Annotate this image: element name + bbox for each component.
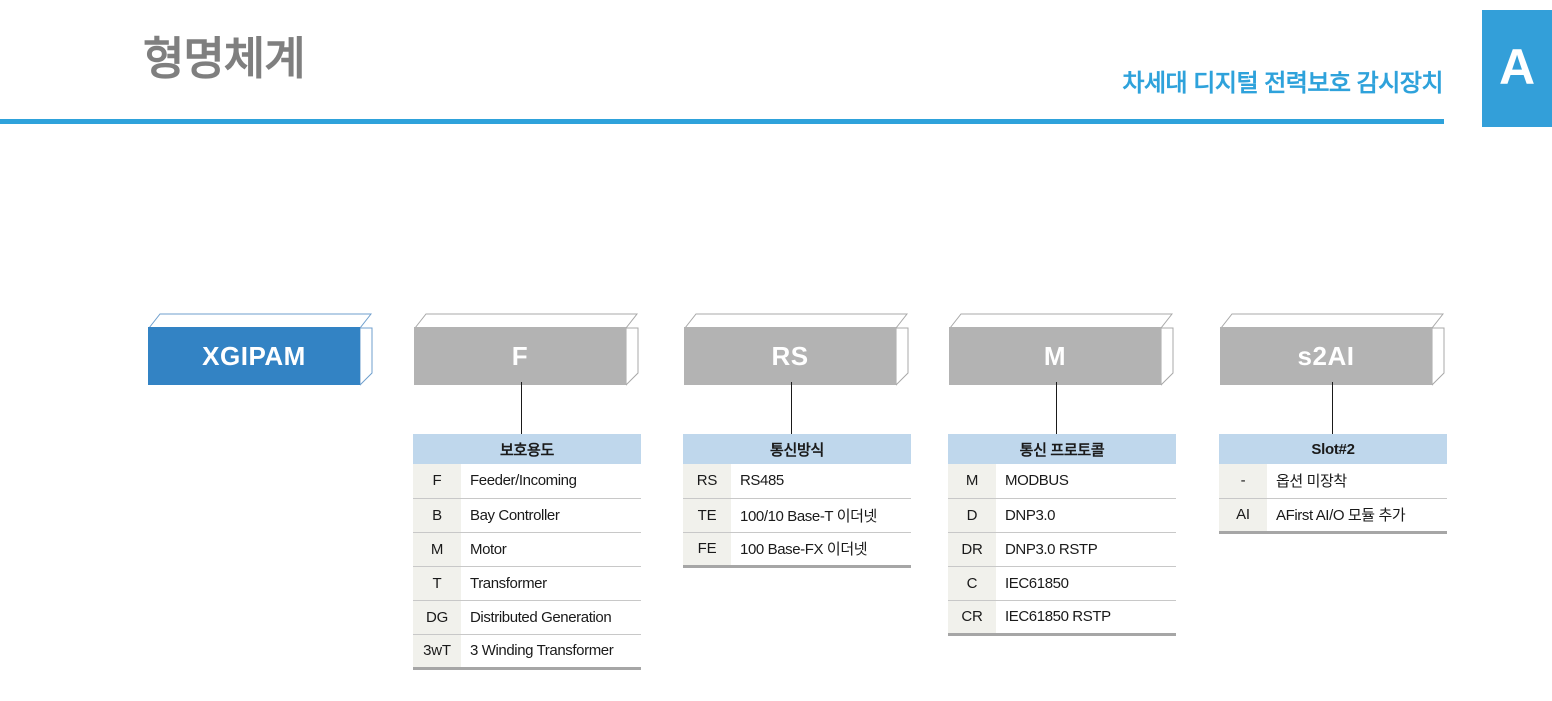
row-code: M xyxy=(413,532,461,567)
row-desc: Bay Controller xyxy=(461,498,641,533)
model-base-label: XGIPAM xyxy=(202,341,306,371)
row-desc: AFirst AI/O 모듈 추가 xyxy=(1267,498,1447,534)
row-code: F xyxy=(413,464,461,499)
table-row: FE 100 Base-FX 이더넷 xyxy=(683,532,911,568)
row-desc: 옵션 미장착 xyxy=(1267,464,1447,499)
row-desc: 3 Winding Transformer xyxy=(461,634,641,670)
box-side-bevel xyxy=(1432,327,1445,386)
row-code: FE xyxy=(683,532,731,568)
box-front-face: RS xyxy=(684,327,896,385)
row-desc: Feeder/Incoming xyxy=(461,464,641,499)
row-code: RS xyxy=(683,464,731,499)
box-side-bevel xyxy=(360,327,373,386)
table-row: DG Distributed Generation xyxy=(413,600,641,635)
row-desc: IEC61850 xyxy=(996,566,1176,601)
table-header-label: 통신방식 xyxy=(683,434,911,464)
table-row: RS RS485 xyxy=(683,464,911,499)
row-code: C xyxy=(948,566,996,601)
table-header-label: 통신 프로토콜 xyxy=(948,434,1176,464)
row-code: TE xyxy=(683,498,731,533)
row-code: 3wT xyxy=(413,634,461,670)
row-code: CR xyxy=(948,600,996,636)
row-desc: MODBUS xyxy=(996,464,1176,499)
row-desc: DNP3.0 RSTP xyxy=(996,532,1176,567)
table-row: T Transformer xyxy=(413,566,641,601)
row-desc: 100 Base-FX 이더넷 xyxy=(731,532,911,568)
connector-line-4 xyxy=(1332,382,1333,434)
table-row: - 옵션 미장착 xyxy=(1219,464,1447,499)
table-row: M MODBUS xyxy=(948,464,1176,499)
model-box-segment-1: F xyxy=(414,313,639,391)
box-front-face: s2AI xyxy=(1220,327,1432,385)
spec-table-3: 통신 프로토콜 M MODBUS D DNP3.0 DR DNP3.0 RSTP… xyxy=(948,434,1176,636)
chapter-tab: A xyxy=(1482,10,1552,127)
row-code: - xyxy=(1219,464,1267,499)
row-desc: 100/10 Base-T 이더넷 xyxy=(731,498,911,533)
row-code: T xyxy=(413,566,461,601)
segment-code-label: F xyxy=(511,341,529,371)
table-row: F Feeder/Incoming xyxy=(413,464,641,499)
row-desc: RS485 xyxy=(731,464,911,499)
segment-code-label: M xyxy=(1043,341,1067,371)
row-code: DG xyxy=(413,600,461,635)
row-desc: DNP3.0 xyxy=(996,498,1176,533)
header-subtitle: 차세대 디지털 전력보호 감시장치 xyxy=(1122,70,1443,97)
row-desc: Distributed Generation xyxy=(461,600,641,635)
box-front-face: XGIPAM xyxy=(148,327,360,385)
table-row: CR IEC61850 RSTP xyxy=(948,600,1176,636)
table-row: M Motor xyxy=(413,532,641,567)
row-desc: IEC61850 RSTP xyxy=(996,600,1176,636)
box-side-bevel xyxy=(1161,327,1174,386)
row-code: D xyxy=(948,498,996,533)
row-desc: Transformer xyxy=(461,566,641,601)
row-code: DR xyxy=(948,532,996,567)
model-box-segment-3: M xyxy=(949,313,1174,391)
row-code: M xyxy=(948,464,996,499)
row-desc: Motor xyxy=(461,532,641,567)
row-code: AI xyxy=(1219,498,1267,534)
connector-line-1 xyxy=(521,382,522,434)
table-header-label: 보호용도 xyxy=(413,434,641,464)
table-header-row: 통신 프로토콜 xyxy=(948,434,1176,464)
table-row: C IEC61850 xyxy=(948,566,1176,601)
segment-code-label: RS xyxy=(771,341,809,371)
box-side-bevel xyxy=(626,327,639,386)
table-row: 3wT 3 Winding Transformer xyxy=(413,634,641,670)
segment-code-label: s2AI xyxy=(1297,341,1355,371)
table-row: AI AFirst AI/O 모듈 추가 xyxy=(1219,498,1447,534)
chapter-tab-letter: A xyxy=(1498,39,1536,95)
box-side-bevel xyxy=(896,327,909,386)
page-title: 형명체계 xyxy=(143,33,306,84)
spec-table-2: 통신방식 RS RS485 TE 100/10 Base-T 이더넷 FE 10… xyxy=(683,434,911,568)
table-header-label: Slot#2 xyxy=(1219,434,1447,464)
box-front-face: F xyxy=(414,327,626,385)
spec-table-4: Slot#2 - 옵션 미장착 AI AFirst AI/O 모듈 추가 xyxy=(1219,434,1447,534)
box-front-face: M xyxy=(949,327,1161,385)
model-box-segment-2: RS xyxy=(684,313,909,391)
connector-line-2 xyxy=(791,382,792,434)
table-header-row: 보호용도 xyxy=(413,434,641,464)
row-code: B xyxy=(413,498,461,533)
header-divider xyxy=(0,119,1444,124)
model-box-base: XGIPAM xyxy=(148,313,373,391)
table-row: D DNP3.0 xyxy=(948,498,1176,533)
connector-line-3 xyxy=(1056,382,1057,434)
table-header-row: 통신방식 xyxy=(683,434,911,464)
spec-table-1: 보호용도 F Feeder/Incoming B Bay Controller … xyxy=(413,434,641,670)
table-row: B Bay Controller xyxy=(413,498,641,533)
table-header-row: Slot#2 xyxy=(1219,434,1447,464)
table-row: DR DNP3.0 RSTP xyxy=(948,532,1176,567)
model-box-segment-4: s2AI xyxy=(1220,313,1445,391)
table-row: TE 100/10 Base-T 이더넷 xyxy=(683,498,911,533)
